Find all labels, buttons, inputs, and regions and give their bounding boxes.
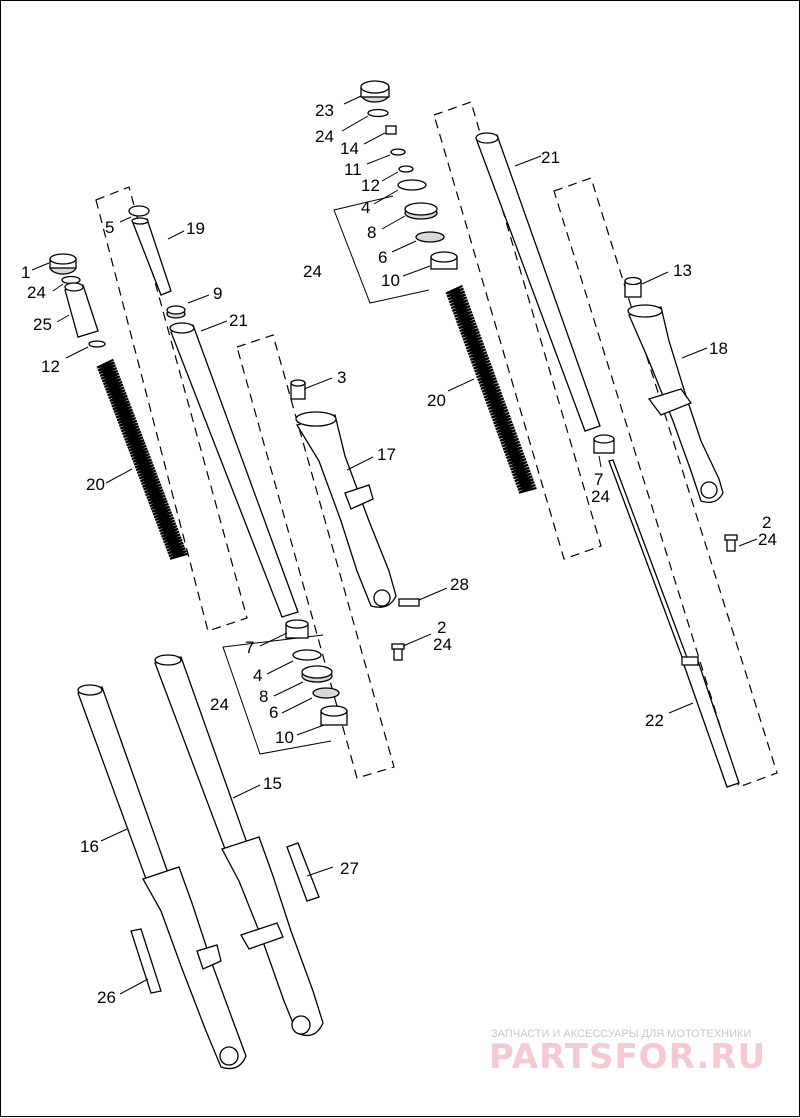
washer-6 bbox=[415, 231, 445, 243]
callout-8: 8 bbox=[259, 687, 268, 706]
spring-coil bbox=[96, 358, 188, 560]
group-box-left-tube bbox=[95, 186, 248, 632]
watermark-tagline: ЗАПЧАСТИ И АКСЕССУАРЫ ДЛЯ МОТОТЕХНИКИ bbox=[491, 1028, 751, 1040]
cap-23 bbox=[360, 80, 390, 103]
snap-ring-5 bbox=[128, 205, 150, 217]
fork-tube-21-left bbox=[169, 322, 299, 618]
screw-2-center bbox=[391, 643, 405, 661]
o-ring-12-left bbox=[88, 340, 106, 348]
callout-20: 20 bbox=[86, 475, 105, 494]
callout-21: 21 bbox=[541, 148, 560, 167]
damper-rod-22 bbox=[608, 459, 740, 788]
callout-4: 4 bbox=[361, 198, 370, 217]
screw-2-right bbox=[724, 534, 738, 552]
spring-20-right bbox=[445, 284, 537, 494]
callout-10: 10 bbox=[275, 728, 294, 747]
callout-16: 16 bbox=[80, 837, 99, 856]
o-ring-24-left bbox=[61, 275, 81, 285]
callout-2: 2 bbox=[437, 618, 446, 637]
callout-5: 5 bbox=[105, 218, 114, 237]
fork-slider-18 bbox=[627, 304, 724, 504]
callout-10: 10 bbox=[381, 271, 400, 290]
callout-8: 8 bbox=[367, 223, 376, 242]
spring-coil bbox=[445, 284, 537, 494]
group-box-right-tube bbox=[433, 101, 602, 560]
bushing-14 bbox=[385, 125, 397, 135]
leader-lines bbox=[31, 95, 758, 995]
callout-24: 24 bbox=[315, 127, 334, 146]
callout-24: 24 bbox=[433, 635, 452, 654]
callout-7: 7 bbox=[245, 638, 254, 657]
callout-7: 7 bbox=[594, 470, 603, 489]
callout-12: 12 bbox=[361, 176, 380, 195]
callout-17: 17 bbox=[377, 445, 396, 464]
bushing-13 bbox=[624, 276, 642, 298]
callout-18: 18 bbox=[709, 339, 728, 358]
group-box-left-slider bbox=[236, 334, 395, 779]
callout-26: 26 bbox=[97, 988, 116, 1007]
callout-11: 11 bbox=[344, 160, 362, 179]
seal-8 bbox=[404, 202, 438, 220]
callout-12: 12 bbox=[41, 357, 60, 376]
retaining-ring-4-lower bbox=[292, 649, 322, 661]
callout-23: 23 bbox=[315, 101, 334, 120]
callout-19: 19 bbox=[186, 219, 205, 238]
callout-13: 13 bbox=[673, 261, 692, 280]
watermark: ЗАПЧАСТИ И АКСЕССУАРЫ ДЛЯ МОТОТЕХНИКИ PA… bbox=[489, 1028, 766, 1077]
callout-2: 2 bbox=[762, 513, 771, 532]
bushing-3 bbox=[290, 379, 306, 400]
fork-slider-17 bbox=[295, 411, 397, 608]
o-ring-12 bbox=[398, 165, 414, 173]
bushing-10 bbox=[430, 251, 458, 270]
bolt-28 bbox=[398, 598, 420, 607]
callout-15: 15 bbox=[263, 774, 282, 793]
washer-6-lower bbox=[312, 687, 340, 699]
o-ring-11 bbox=[390, 148, 406, 156]
watermark-logo: PARTSFOR.RU bbox=[489, 1037, 766, 1077]
reflector-27 bbox=[286, 842, 320, 902]
cap-1 bbox=[49, 253, 77, 275]
bushing-7-right bbox=[593, 434, 615, 454]
retaining-ring-4 bbox=[397, 179, 427, 191]
group-box-right-slider bbox=[553, 177, 778, 788]
bushing-10-lower bbox=[320, 705, 348, 726]
fork-assembly-15 bbox=[154, 654, 324, 1037]
callout-25: 25 bbox=[33, 315, 52, 334]
callout-24: 24 bbox=[758, 530, 777, 549]
callout-24: 24 bbox=[591, 487, 610, 506]
callout-20: 20 bbox=[427, 391, 446, 410]
bushing-7-left bbox=[285, 619, 309, 639]
callout-21: 21 bbox=[229, 311, 248, 330]
callout-3: 3 bbox=[337, 368, 346, 387]
spring-20-left bbox=[96, 358, 188, 560]
callout-22: 22 bbox=[645, 711, 664, 730]
spacer-25 bbox=[64, 282, 99, 338]
callout-27: 27 bbox=[340, 859, 359, 878]
callout-24: 24 bbox=[303, 262, 322, 281]
seal-kit-bracket-lower bbox=[222, 634, 332, 755]
callout-labels: 23 24 14 11 12 4 8 6 10 24 21 13 18 20 7… bbox=[21, 101, 777, 1007]
callout-28: 28 bbox=[450, 575, 469, 594]
fork-tube-21-right bbox=[475, 132, 601, 432]
o-ring-24 bbox=[367, 108, 389, 118]
callout-9: 9 bbox=[213, 284, 222, 303]
callout-14: 14 bbox=[340, 139, 359, 158]
seal-8-lower bbox=[301, 665, 333, 683]
callout-24: 24 bbox=[210, 695, 229, 714]
seal-kit-bracket-upper bbox=[333, 195, 430, 304]
fork-assembly-16 bbox=[77, 684, 247, 1070]
seal-9 bbox=[166, 305, 186, 319]
callout-6: 6 bbox=[378, 248, 387, 267]
callout-1: 1 bbox=[21, 263, 30, 282]
bracket-26 bbox=[130, 928, 162, 994]
callout-4: 4 bbox=[253, 666, 262, 685]
damper-tube-19 bbox=[131, 217, 172, 296]
callout-6: 6 bbox=[269, 703, 278, 722]
callout-24: 24 bbox=[27, 283, 46, 302]
